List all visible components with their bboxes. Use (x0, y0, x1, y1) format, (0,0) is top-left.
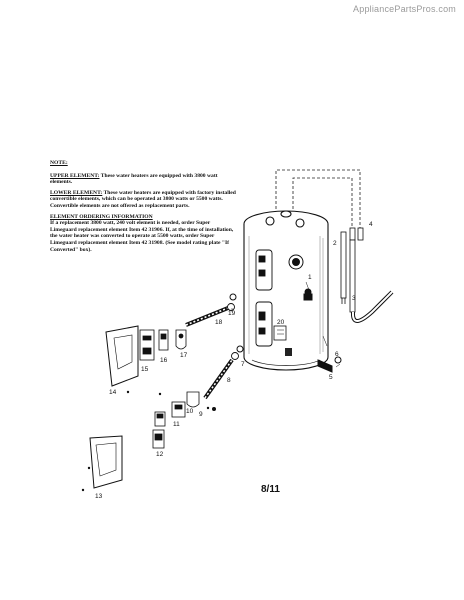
upper-thermostat (139, 329, 155, 361)
thermostat-11 (154, 411, 166, 427)
watermark: AppliancePartsPros.com (353, 4, 456, 14)
upper-element-note: UPPER ELEMENT: These water heaters are e… (50, 173, 238, 186)
callout-12: 12 (156, 451, 164, 458)
callout-20: 20 (277, 319, 285, 326)
callout-15: 15 (141, 366, 149, 373)
callout-4: 4 (369, 221, 373, 228)
drain-valve-parts (317, 356, 342, 373)
relief-valve (303, 288, 313, 301)
upper-element-text: These water heaters are equipped with 38… (50, 172, 218, 186)
drain-valve (285, 348, 292, 356)
page-number: 8/11 (261, 484, 280, 495)
lower-access-opening (255, 301, 273, 347)
leader-lines (231, 281, 341, 368)
callout-13: 13 (95, 493, 103, 500)
ordering-heading: ELEMENT ORDERING INFORMATION (50, 213, 153, 220)
upper-access-cover (105, 325, 139, 387)
ordering-text: If a replacement 3800 watt, 240 volt ele… (50, 220, 234, 253)
lower-element-text: These water heaters are equipped with fa… (50, 189, 236, 209)
callout-19: 19 (228, 310, 236, 317)
dip-tube (340, 231, 347, 304)
callout-17: 17 (180, 352, 188, 359)
flex-hose (350, 290, 394, 323)
lower-heating-element (203, 352, 239, 400)
tank-shading (248, 236, 324, 354)
gasket-lower (236, 345, 244, 353)
callout-7: 7 (241, 361, 245, 368)
upper-heating-element (185, 303, 235, 327)
screws (81, 390, 216, 492)
thermostat-16 (158, 329, 169, 351)
upper-access-opening (255, 249, 273, 291)
wiring-lines (275, 169, 361, 232)
callout-5: 5 (329, 374, 333, 381)
rating-plate (273, 254, 304, 341)
callout-9: 9 (199, 411, 203, 418)
note-title: NOTE: (50, 160, 68, 166)
upper-element-heading: UPPER ELEMENT: (50, 172, 100, 179)
callout-3: 3 (352, 295, 356, 302)
lower-access-cover (89, 435, 123, 489)
callout-1: 1 (308, 274, 312, 281)
lower-thermostat (171, 401, 186, 418)
callout-2: 2 (333, 240, 337, 247)
callout-16: 16 (160, 357, 168, 364)
callout-14: 14 (109, 389, 117, 396)
callout-10: 10 (186, 408, 194, 415)
thermostat-bracket-9 (186, 391, 200, 408)
callout-11: 11 (173, 421, 180, 428)
callout-numbers: 1 2 3 4 5 6 7 8 9 10 11 12 13 14 15 16 1… (95, 221, 373, 500)
callout-6: 6 (335, 351, 339, 358)
lower-element-note: LOWER ELEMENT: These water heaters are e… (50, 190, 238, 210)
water-heater-tank (243, 210, 329, 371)
lower-element-heading: LOWER ELEMENT: (50, 189, 103, 196)
gasket-upper (229, 293, 237, 301)
callout-8: 8 (227, 377, 231, 384)
ordering-note: ELEMENT ORDERING INFORMATION (50, 214, 238, 221)
note-block: NOTE: UPPER ELEMENT: These water heaters… (50, 160, 238, 257)
thermostat-bracket-17 (175, 329, 187, 350)
energy-cutoff (152, 429, 165, 449)
callout-18: 18 (215, 319, 223, 326)
